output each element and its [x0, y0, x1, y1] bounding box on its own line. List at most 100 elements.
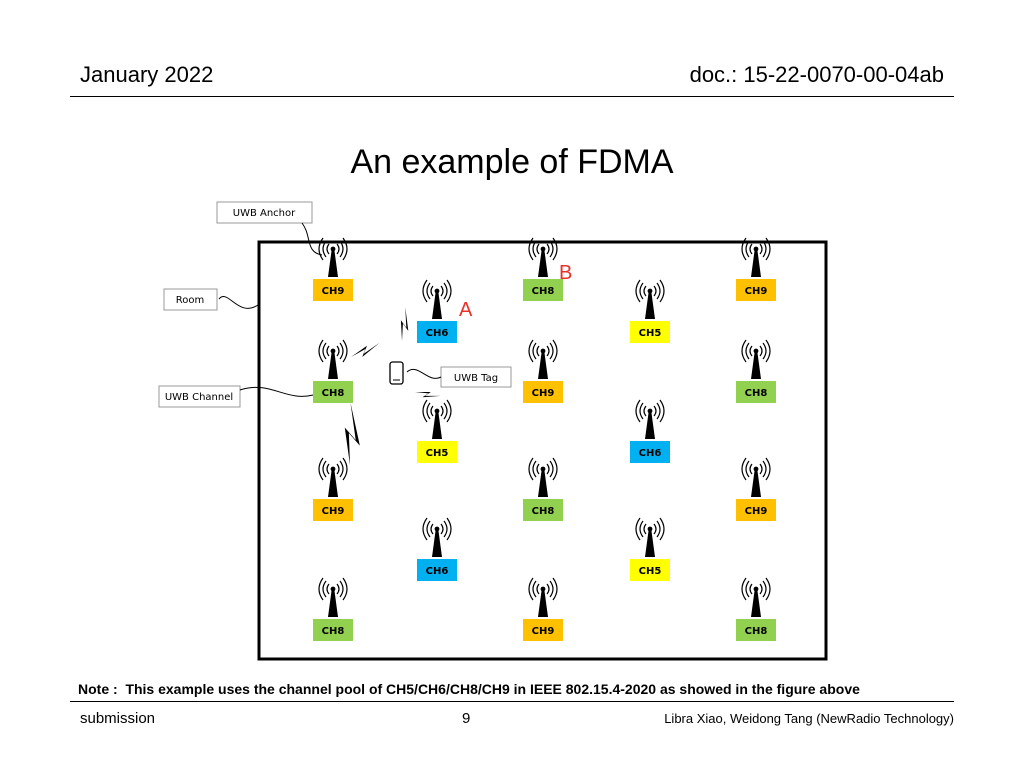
channel-label: CH8 [532, 286, 555, 297]
uwb-anchor: CH8 [523, 237, 563, 301]
channel-badge [630, 441, 670, 463]
uwb-anchor: CH5 [417, 399, 457, 463]
antenna-tower-icon [528, 457, 558, 498]
uwb-anchor: CH5 [630, 279, 670, 343]
callout-label-uwb-channel: UWB Channel [165, 392, 233, 403]
point-label-b: B [559, 262, 572, 284]
channel-badge [417, 441, 457, 463]
header-divider [70, 96, 954, 97]
footer-page-number: 9 [462, 710, 471, 727]
uwb-anchor: CH9 [313, 457, 353, 521]
header-doc-id: doc.: 15-22-0070-00-04ab [689, 62, 944, 87]
point-label-a: A [459, 299, 473, 321]
uwb-anchor: CH5 [630, 517, 670, 581]
header-date: January 2022 [80, 62, 214, 87]
uwb-anchor: CH9 [736, 457, 776, 521]
callout-connector-uwb-anchor [301, 222, 323, 256]
antenna-tower-icon [741, 457, 771, 498]
antenna-tower-icon [422, 279, 452, 320]
channel-badge [523, 619, 563, 641]
uwb-anchor: CH6 [417, 279, 457, 343]
uwb-anchor: CH9 [523, 339, 563, 403]
channel-label: CH9 [322, 506, 345, 517]
uwb-anchor: CH9 [736, 237, 776, 301]
channel-badge [736, 499, 776, 521]
channel-label: CH9 [532, 388, 555, 399]
uwb-anchor: CH9 [313, 237, 353, 301]
callout-connector-room [218, 296, 259, 309]
uwb-anchor: CH8 [523, 457, 563, 521]
callout-box-uwb-anchor [216, 201, 313, 224]
antenna-tower-icon [741, 577, 771, 618]
footer-submission: submission [80, 710, 156, 727]
slide-title: An example of FDMA [350, 143, 674, 181]
channel-label: CH8 [532, 506, 555, 517]
channel-badge [736, 279, 776, 301]
callout-connector-uwb-tag [406, 369, 442, 379]
antenna-tower-icon [741, 339, 771, 380]
callout-box-uwb-channel [158, 385, 241, 408]
channel-label: CH6 [639, 448, 662, 459]
channel-label: CH5 [639, 328, 662, 339]
radio-link-bolt-icon [415, 382, 441, 406]
radio-link-bolt-icon [351, 342, 380, 357]
channel-label: CH8 [745, 388, 768, 399]
uwb-anchor: CH6 [417, 517, 457, 581]
uwb-anchor: CH9 [523, 577, 563, 641]
footnote: Note : This example uses the channel poo… [78, 681, 860, 697]
channel-label: CH9 [745, 506, 768, 517]
room-boundary [257, 240, 828, 661]
footer-authors: Libra Xiao, Weidong Tang (NewRadio Techn… [664, 711, 954, 726]
channel-badge [523, 381, 563, 403]
channel-badge [313, 499, 353, 521]
channel-badge [417, 559, 457, 581]
uwb-anchor: CH8 [736, 577, 776, 641]
antenna-tower-icon [741, 237, 771, 278]
callout-label-uwb-tag: UWB Tag [454, 373, 498, 384]
callout-box-room [163, 288, 218, 311]
channel-badge [523, 499, 563, 521]
antenna-tower-icon [318, 577, 348, 618]
channel-badge [313, 619, 353, 641]
antenna-tower-icon [635, 279, 665, 320]
radio-link-bolt-icon [325, 402, 376, 465]
channel-badge [417, 321, 457, 343]
antenna-tower-icon [422, 399, 452, 440]
uwb-anchor: CH8 [736, 339, 776, 403]
antenna-tower-icon [528, 339, 558, 380]
footer-divider [70, 701, 954, 702]
channel-badge [313, 381, 353, 403]
channel-badge [736, 381, 776, 403]
uwb-anchor: CH8 [313, 577, 353, 641]
channel-badge [736, 619, 776, 641]
antenna-tower-icon [635, 399, 665, 440]
antenna-tower-icon [635, 517, 665, 558]
channel-label: CH9 [532, 626, 555, 637]
channel-badge [630, 321, 670, 343]
channel-badge [630, 559, 670, 581]
channel-badge [313, 279, 353, 301]
channel-label: CH6 [426, 566, 449, 577]
uwb-anchor: CH8 [313, 339, 353, 403]
uwb-tag-device-icon [389, 361, 404, 385]
channel-label: CH6 [426, 328, 449, 339]
antenna-tower-icon [528, 577, 558, 618]
antenna-tower-icon [422, 517, 452, 558]
antenna-tower-icon [318, 237, 348, 278]
channel-label: CH8 [322, 388, 345, 399]
channel-badge [523, 279, 563, 301]
uwb-anchor: CH6 [630, 399, 670, 463]
channel-label: CH8 [745, 626, 768, 637]
callout-connector-uwb-channel [239, 386, 314, 397]
antenna-tower-icon [528, 237, 558, 278]
callout-label-uwb-anchor: UWB Anchor [233, 208, 296, 219]
callout-label-room: Room [176, 295, 204, 306]
antenna-tower-icon [318, 457, 348, 498]
channel-label: CH9 [745, 286, 768, 297]
antenna-tower-icon [318, 339, 348, 380]
channel-label: CH8 [322, 626, 345, 637]
radio-link-bolt-icon [389, 306, 419, 341]
channel-label: CH5 [426, 448, 449, 459]
channel-label: CH5 [639, 566, 662, 577]
